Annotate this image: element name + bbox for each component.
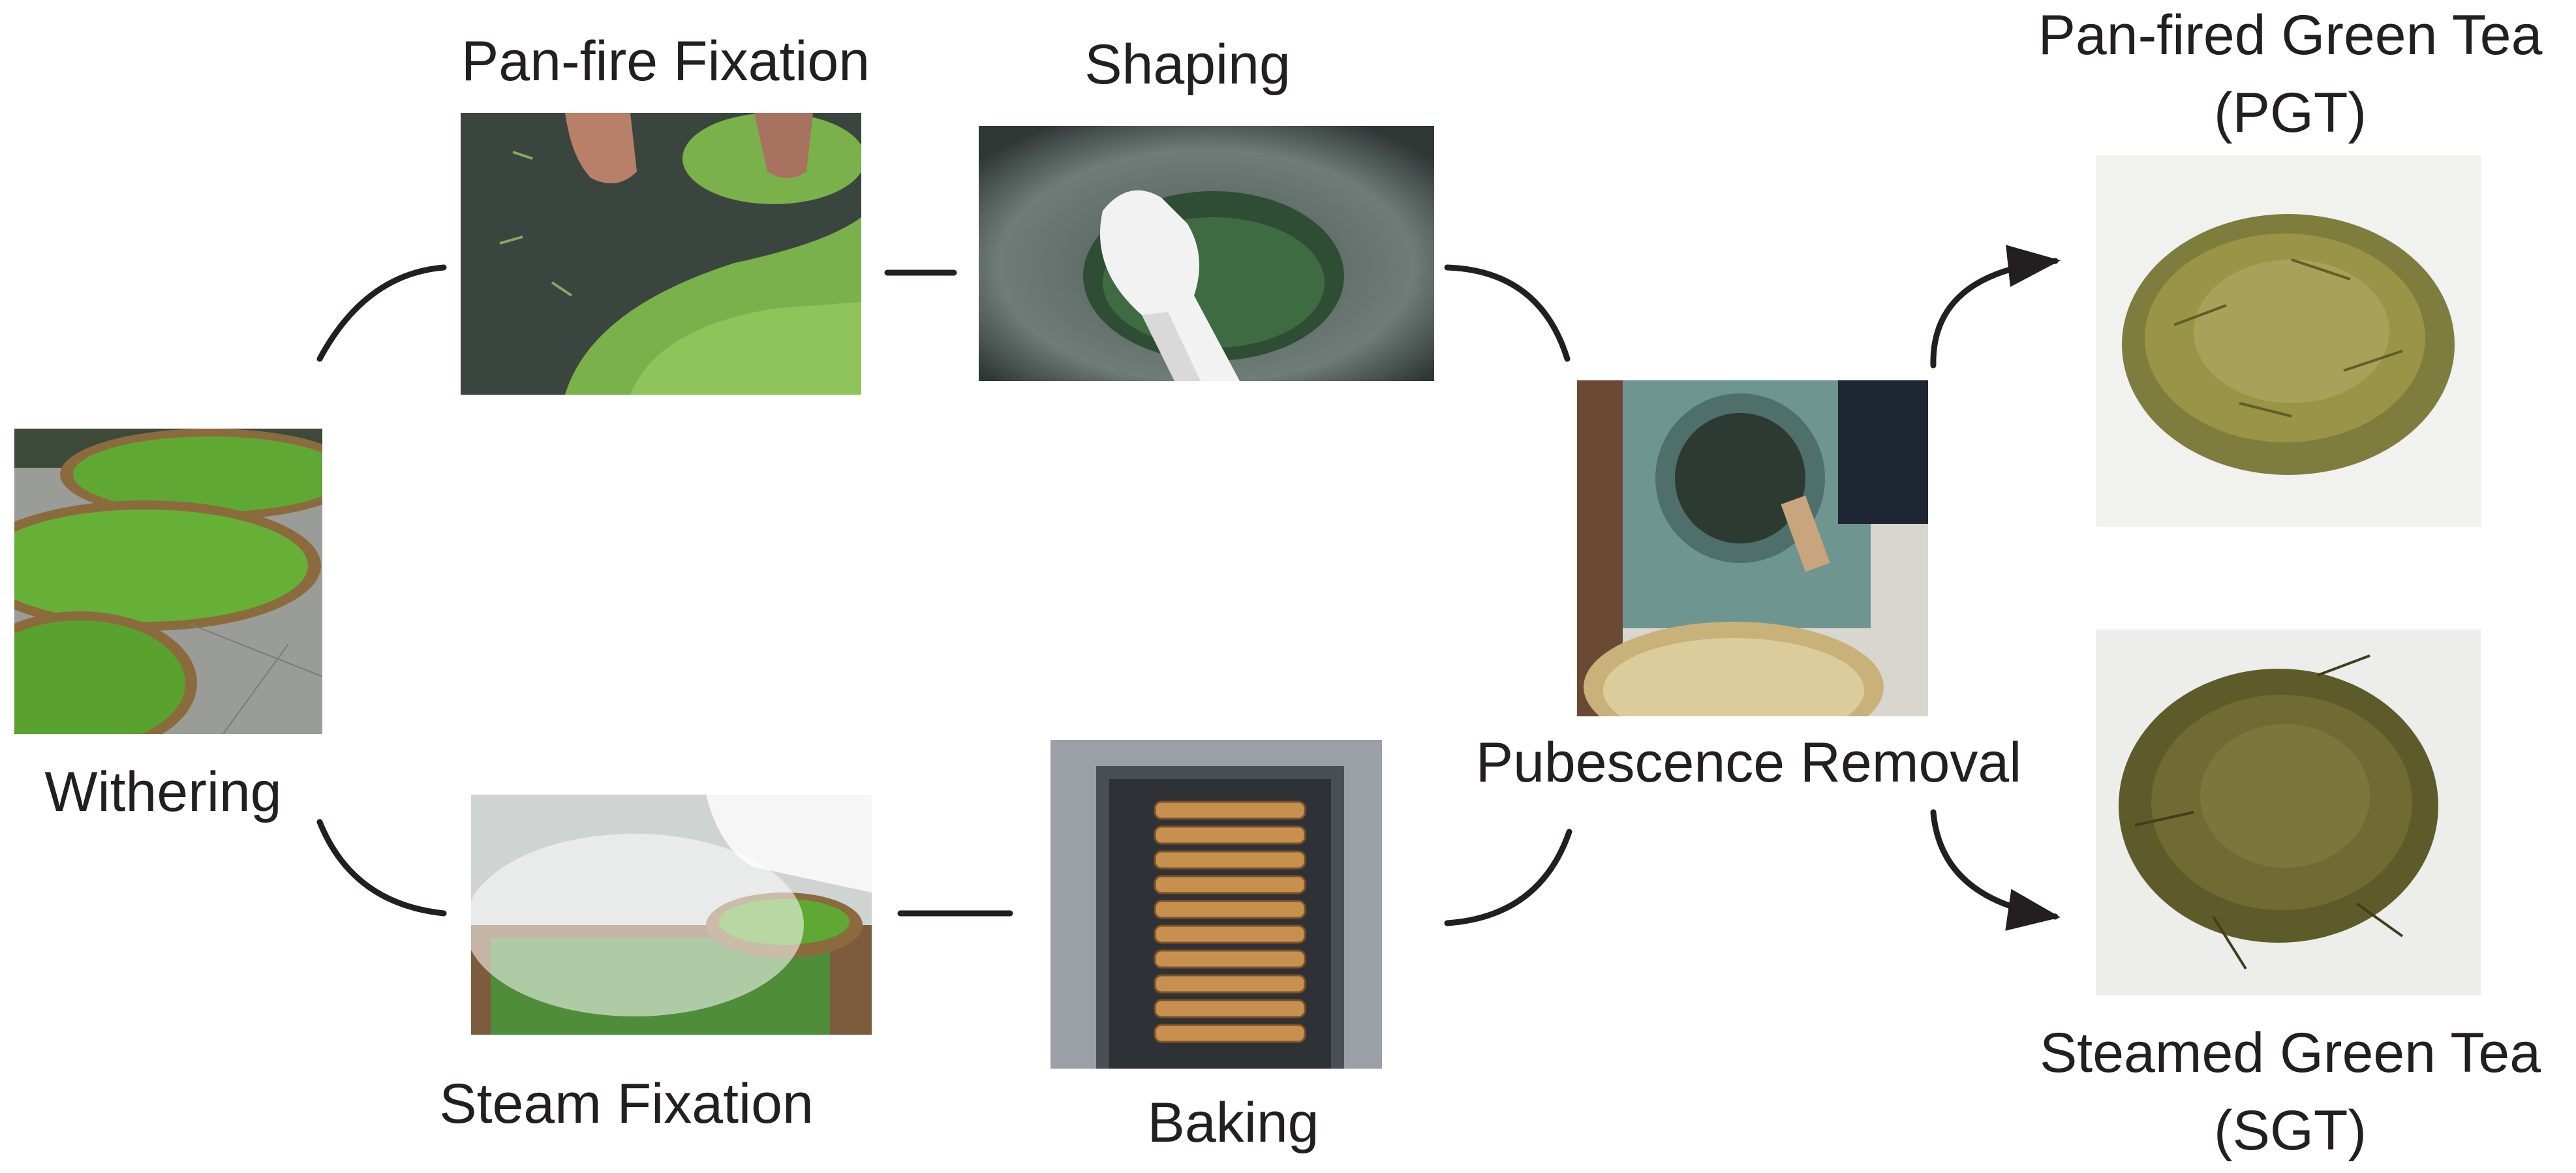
pgt-product-photo xyxy=(2096,155,2481,527)
baking-photo xyxy=(1050,740,1382,1069)
shaping-photo xyxy=(979,126,1434,381)
step-label-shaping: Shaping xyxy=(1084,33,1291,96)
connector-withering-to-steam xyxy=(316,819,447,917)
pan-fire-fixation-photo xyxy=(461,113,861,395)
connector-withering-to-panfire xyxy=(316,264,447,362)
product-label-pgt-name: Pan-fired Green Tea xyxy=(2038,4,2543,67)
steam-fixation-photo xyxy=(471,795,872,1035)
product-label-sgt-abbr: (SGT) xyxy=(2213,1099,2367,1162)
connector-pubescence-to-sgt xyxy=(1930,809,2061,931)
step-label-pan-fire-fixation: Pan-fire Fixation xyxy=(461,30,870,93)
withering-photo xyxy=(14,429,322,734)
connector-shaping-to-pubescence xyxy=(1444,264,1571,362)
step-label-withering: Withering xyxy=(44,761,282,823)
product-label-sgt-name: Steamed Green Tea xyxy=(2039,1022,2541,1084)
connector-baking-to-pubescence xyxy=(1444,829,1572,926)
step-label-baking: Baking xyxy=(1147,1091,1319,1154)
step-label-pubescence-removal: Pubescence Removal xyxy=(1475,731,2022,794)
sgt-product-photo xyxy=(2096,630,2481,995)
pubescence-removal-photo xyxy=(1577,380,1928,716)
step-label-steam-fixation: Steam Fixation xyxy=(439,1073,814,1135)
connector-pubescence-to-pgt xyxy=(1930,245,2061,369)
product-label-pgt-abbr: (PGT) xyxy=(2213,82,2367,144)
